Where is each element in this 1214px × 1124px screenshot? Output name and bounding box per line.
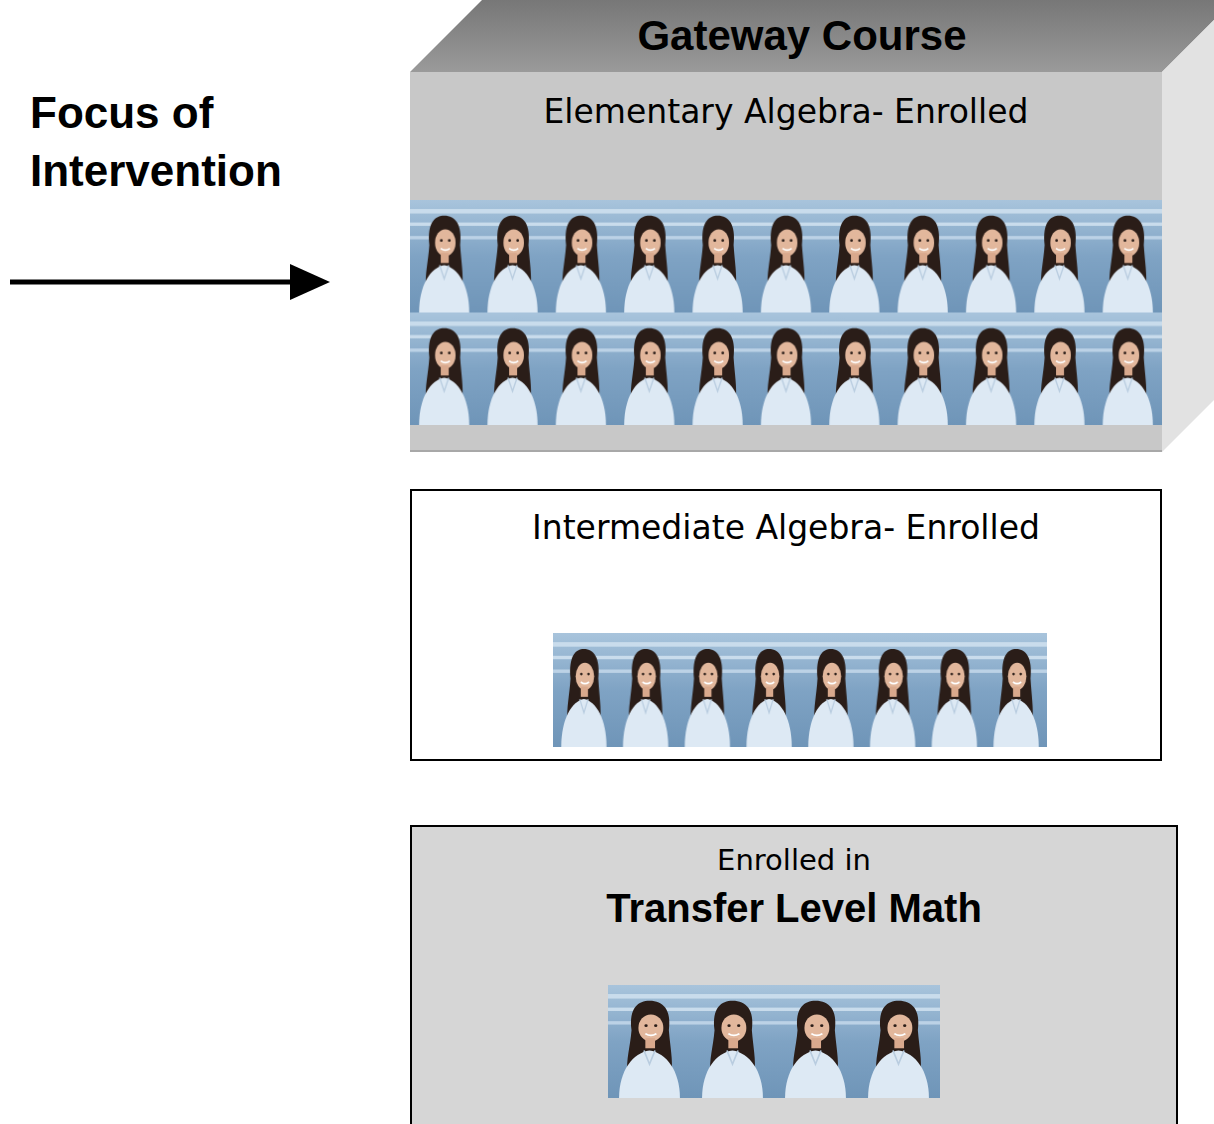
course-box: Intermediate Algebra- Enrolled (410, 489, 1162, 761)
focus-arrow-shaft (10, 280, 295, 285)
box-top-face (410, 0, 1214, 72)
photo-row (410, 200, 1162, 425)
box-side-face (1162, 20, 1214, 452)
box-label: Elementary Algebra- Enrolled (410, 92, 1162, 132)
gateway-course-box: Gateway CourseElementary Algebra- Enroll… (410, 0, 1214, 452)
focus-arrow-head (290, 264, 330, 300)
photo-row (553, 633, 1047, 747)
box-outline (411, 490, 1161, 760)
transfer-box: Enrolled in Transfer Level Math (410, 825, 1178, 1124)
box-front-face (410, 72, 1162, 452)
box-label: Intermediate Algebra- Enrolled (410, 508, 1162, 548)
photo-row (608, 985, 940, 1098)
focus-label: Focus of Intervention (30, 84, 350, 200)
box-label: Enrolled in (410, 842, 1178, 878)
box-heading: Transfer Level Math (410, 884, 1178, 932)
box-outline (411, 826, 1177, 1124)
box-bottom-edge (410, 450, 1162, 452)
box-heading: Gateway Course (410, 0, 1194, 72)
